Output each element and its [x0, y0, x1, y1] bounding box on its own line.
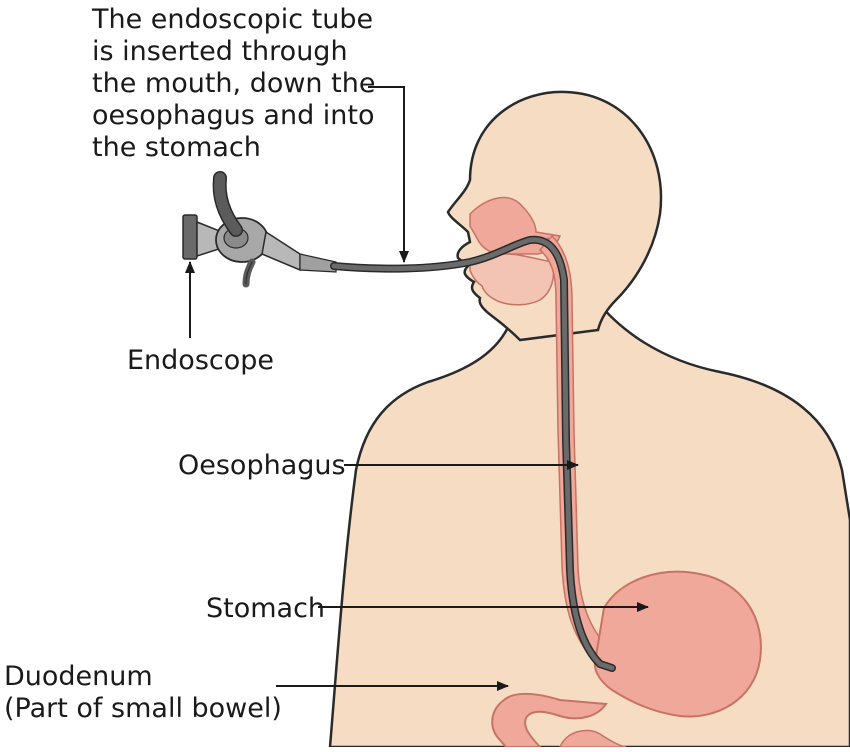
duodenum-label-line2: (Part of small bowel)	[4, 693, 282, 725]
duodenum-label-line1: Duodenum	[4, 661, 282, 693]
stomach-organ	[595, 572, 761, 717]
torso	[330, 290, 850, 747]
caption-line: oesophagus and into	[92, 100, 375, 132]
endoscope-device	[183, 178, 336, 284]
procedure-caption: The endoscopic tube is inserted through …	[92, 4, 375, 164]
oesophagus-label: Oesophagus	[178, 450, 346, 482]
caption-line: the stomach	[92, 132, 375, 164]
caption-line: The endoscopic tube	[92, 4, 375, 36]
endoscope-label: Endoscope	[127, 345, 274, 377]
caption-line: is inserted through	[92, 36, 375, 68]
stomach-label: Stomach	[206, 593, 325, 625]
duodenum-label: Duodenum (Part of small bowel)	[4, 661, 282, 725]
caption-line: the mouth, down the	[92, 68, 375, 100]
